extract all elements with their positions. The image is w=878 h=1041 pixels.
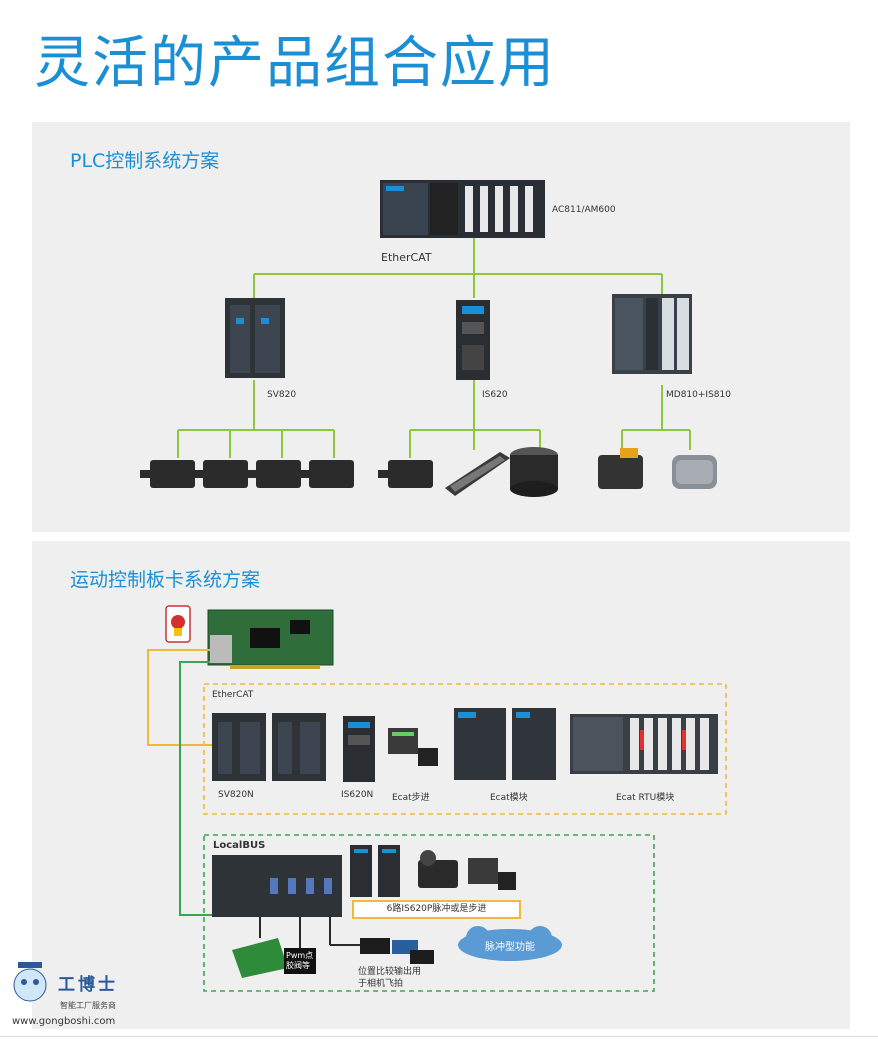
is620n-drive-image	[343, 716, 375, 782]
device-label-is620n: IS620N	[341, 790, 374, 800]
camera-image	[360, 938, 434, 964]
pulse-output-box: 6路IS620P脉冲或是步进	[352, 900, 521, 919]
is620-drive-image	[456, 300, 490, 380]
motion-heading: 运动控制板卡系统方案	[70, 569, 261, 591]
device-label-sv820n: SV820N	[218, 790, 254, 800]
ecat-module-image	[454, 708, 556, 780]
localbus-label: LocalBUS	[213, 840, 266, 851]
page-title: 灵活的产品组合应用	[34, 31, 556, 96]
watermark-mascot-image	[13, 962, 47, 1002]
ecat-rtu-module-image	[570, 714, 718, 774]
plc-controller-image	[380, 180, 545, 238]
servo-motor-large-image	[598, 448, 643, 489]
motion-card-image	[207, 609, 334, 669]
servo-motors-image	[140, 460, 433, 488]
plc-heading: PLC控制系统方案	[70, 150, 220, 172]
sv820-drive-image	[225, 298, 285, 378]
plc-drive-label-md810: MD810+IS810	[666, 390, 731, 400]
device-label-ecat-module: Ecat模块	[490, 793, 528, 803]
pulse-cloud-shape	[458, 926, 562, 961]
compare-output-label: 位置比较输出用于相机飞拍	[358, 967, 422, 989]
dd-motor-image	[510, 447, 558, 497]
is620p-drives-image	[350, 845, 400, 897]
device-label-ecat-stepper: Ecat步进	[392, 793, 430, 803]
localbus-stepper-image	[468, 858, 516, 890]
pwm-label-box	[284, 948, 316, 974]
terminal-board-image	[232, 938, 288, 978]
md810-drive-image	[612, 294, 692, 374]
induction-motor-image	[672, 455, 717, 489]
localbus-servo-motor-image	[418, 850, 458, 888]
pwm-label: Pwm点胶阀等	[286, 951, 314, 970]
device-label-ecat-rtu: Ecat RTU模块	[616, 793, 675, 803]
linear-module-image	[445, 452, 510, 496]
estop-image	[165, 605, 191, 643]
ethercat-logo-plc: EtherCAT	[381, 251, 432, 264]
ecat-stepper-image	[388, 728, 438, 766]
ethercat-logo-motion: EtherCAT	[212, 690, 254, 700]
ethercat-group-box	[203, 683, 727, 815]
localbus-terminal-image	[212, 855, 342, 917]
sv820n-drive-image	[212, 713, 326, 781]
pulse-cloud-label: 脉冲型功能	[485, 942, 535, 953]
watermark-brand: 工博士	[58, 975, 118, 995]
plc-drive-label-sv820: SV820	[267, 390, 297, 400]
watermark-slogan: 智能工厂服务商	[60, 1001, 116, 1010]
watermark-url: www.gongboshi.com	[12, 1016, 116, 1027]
localbus-group-box	[203, 834, 655, 992]
plc-drive-label-is620: IS620	[482, 390, 508, 400]
bottom-divider	[0, 1036, 878, 1037]
plc-controller-label: AC811/AM600	[552, 205, 616, 215]
